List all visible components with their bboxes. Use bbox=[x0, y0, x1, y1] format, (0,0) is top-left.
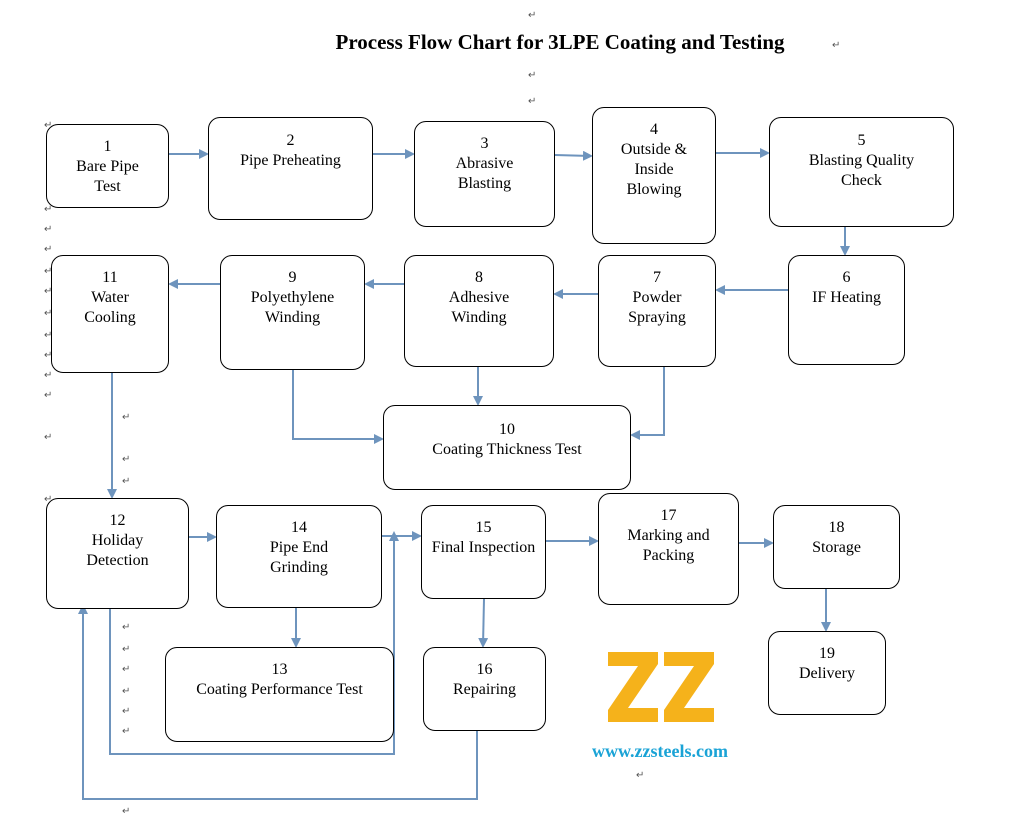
step-label: Polyethylene Winding bbox=[250, 289, 335, 326]
step-number: 12 bbox=[109, 512, 126, 529]
step-number: 11 bbox=[102, 269, 118, 286]
step-label: Pipe Preheating bbox=[240, 152, 341, 169]
step-label: Abrasive Blasting bbox=[455, 155, 514, 192]
paragraph-mark: ↵ bbox=[44, 432, 53, 443]
page-title: Process Flow Chart for 3LPE Coating and … bbox=[335, 30, 785, 54]
step-label: Repairing bbox=[452, 681, 517, 698]
arrow-9-10 bbox=[292, 370, 384, 444]
paragraph-mark: ↵ bbox=[44, 370, 53, 381]
step-box-4: 4 Outside & Inside Blowing bbox=[592, 107, 716, 244]
arrow-7-10 bbox=[630, 367, 665, 440]
paragraph-mark: ↵ bbox=[44, 390, 53, 401]
step-label: Pipe End Grinding bbox=[269, 539, 329, 576]
paragraph-mark: ↵ bbox=[528, 70, 537, 81]
step-label: IF Heating bbox=[812, 289, 881, 306]
step-box-3: 3 Abrasive Blasting bbox=[414, 121, 555, 227]
step-label: Storage bbox=[812, 539, 861, 556]
arrow-16-12-loop bbox=[78, 604, 478, 800]
step-box-18: 18 Storage bbox=[773, 505, 900, 589]
paragraph-mark: ↵ bbox=[122, 622, 131, 633]
step-number: 3 bbox=[480, 135, 489, 152]
step-label: Adhesive Winding bbox=[448, 289, 510, 326]
paragraph-mark: ↵ bbox=[122, 454, 131, 465]
step-number: 7 bbox=[653, 269, 661, 286]
step-number: 18 bbox=[828, 519, 845, 536]
step-box-10: 10 Coating Thickness Test bbox=[383, 405, 631, 490]
step-label: Delivery bbox=[799, 665, 855, 682]
paragraph-mark: ↵ bbox=[44, 350, 53, 361]
step-number: 5 bbox=[857, 132, 866, 149]
step-box-7: 7 Powder Spraying bbox=[598, 255, 716, 367]
step-number: 2 bbox=[286, 132, 295, 149]
step-label: Coating Performance Test bbox=[196, 681, 363, 698]
paragraph-mark: ↵ bbox=[44, 330, 53, 341]
step-label: Outside & Inside Blowing bbox=[620, 141, 688, 198]
step-box-16: 16 Repairing bbox=[423, 647, 546, 731]
arrow-12-13-loop bbox=[109, 531, 399, 755]
paragraph-mark: ↵ bbox=[44, 308, 53, 319]
step-number: 16 bbox=[476, 661, 493, 678]
step-box-19: 19 Delivery bbox=[768, 631, 886, 715]
step-number: 19 bbox=[819, 645, 835, 662]
step-box-2: 2 Pipe Preheating bbox=[208, 117, 373, 220]
step-label: Powder Spraying bbox=[628, 289, 686, 326]
step-box-8: 8 Adhesive Winding bbox=[404, 255, 554, 367]
step-box-6: 6 IF Heating bbox=[788, 255, 905, 365]
step-box-1: 1 Bare Pipe Test bbox=[46, 124, 169, 208]
step-label: Water Cooling bbox=[84, 289, 136, 326]
paragraph-mark: ↵ bbox=[122, 706, 131, 717]
paragraph-mark: ↵ bbox=[44, 224, 53, 235]
paragraph-mark: ↵ bbox=[122, 726, 131, 737]
step-number: 9 bbox=[288, 269, 297, 286]
step-number: 17 bbox=[660, 507, 677, 524]
step-number: 14 bbox=[291, 519, 307, 536]
paragraph-mark: ↵ bbox=[636, 770, 645, 781]
step-label: Holiday Detection bbox=[86, 532, 149, 569]
paragraph-mark: ↵ bbox=[122, 644, 131, 655]
step-label: Bare Pipe Test bbox=[76, 158, 139, 195]
step-label: Marking and Packing bbox=[627, 527, 710, 564]
paragraph-mark: ↵ bbox=[122, 664, 131, 675]
step-box-9: 9 Polyethylene Winding bbox=[220, 255, 365, 370]
step-box-17: 17 Marking and Packing bbox=[598, 493, 739, 605]
website-url: www.zzsteels.com bbox=[592, 741, 728, 761]
step-box-13: 13 Coating Performance Test bbox=[165, 647, 394, 742]
paragraph-mark: ↵ bbox=[44, 120, 53, 131]
step-box-5: 5 Blasting Quality Check bbox=[769, 117, 954, 227]
paragraph-mark: ↵ bbox=[122, 806, 131, 817]
step-label: Blasting Quality Check bbox=[808, 152, 915, 189]
paragraph-mark: ↵ bbox=[44, 286, 53, 297]
paragraph-mark: ↵ bbox=[528, 10, 537, 21]
arrow-3-4 bbox=[554, 150, 593, 161]
step-box-12: 12 Holiday Detection bbox=[46, 498, 189, 609]
step-label: Final Inspection bbox=[431, 539, 536, 556]
zz-logo-icon: ZZ bbox=[606, 652, 714, 722]
paragraph-mark: ↵ bbox=[832, 40, 841, 51]
paragraph-mark: ↵ bbox=[122, 476, 131, 487]
step-label: Coating Thickness Test bbox=[432, 441, 582, 458]
paragraph-mark: ↵ bbox=[122, 412, 131, 423]
step-number: 10 bbox=[499, 421, 515, 438]
arrow-15-16 bbox=[478, 598, 489, 648]
step-number: 15 bbox=[475, 519, 492, 536]
paragraph-mark: ↵ bbox=[44, 204, 53, 215]
paragraph-mark: ↵ bbox=[44, 494, 53, 505]
logo-text: ZZ bbox=[606, 652, 608, 653]
step-number: 13 bbox=[271, 661, 288, 678]
step-box-15: 15 Final Inspection bbox=[421, 505, 546, 599]
step-number: 8 bbox=[475, 269, 483, 286]
step-box-14: 14 Pipe End Grinding bbox=[216, 505, 382, 608]
paragraph-mark: ↵ bbox=[44, 266, 53, 277]
paragraph-mark: ↵ bbox=[44, 244, 53, 255]
step-number: 4 bbox=[650, 121, 658, 138]
paragraph-mark: ↵ bbox=[122, 686, 131, 697]
step-box-11: 11 Water Cooling bbox=[51, 255, 169, 373]
step-number: 1 bbox=[103, 138, 112, 155]
step-number: 6 bbox=[842, 269, 851, 286]
paragraph-mark: ↵ bbox=[528, 96, 537, 107]
